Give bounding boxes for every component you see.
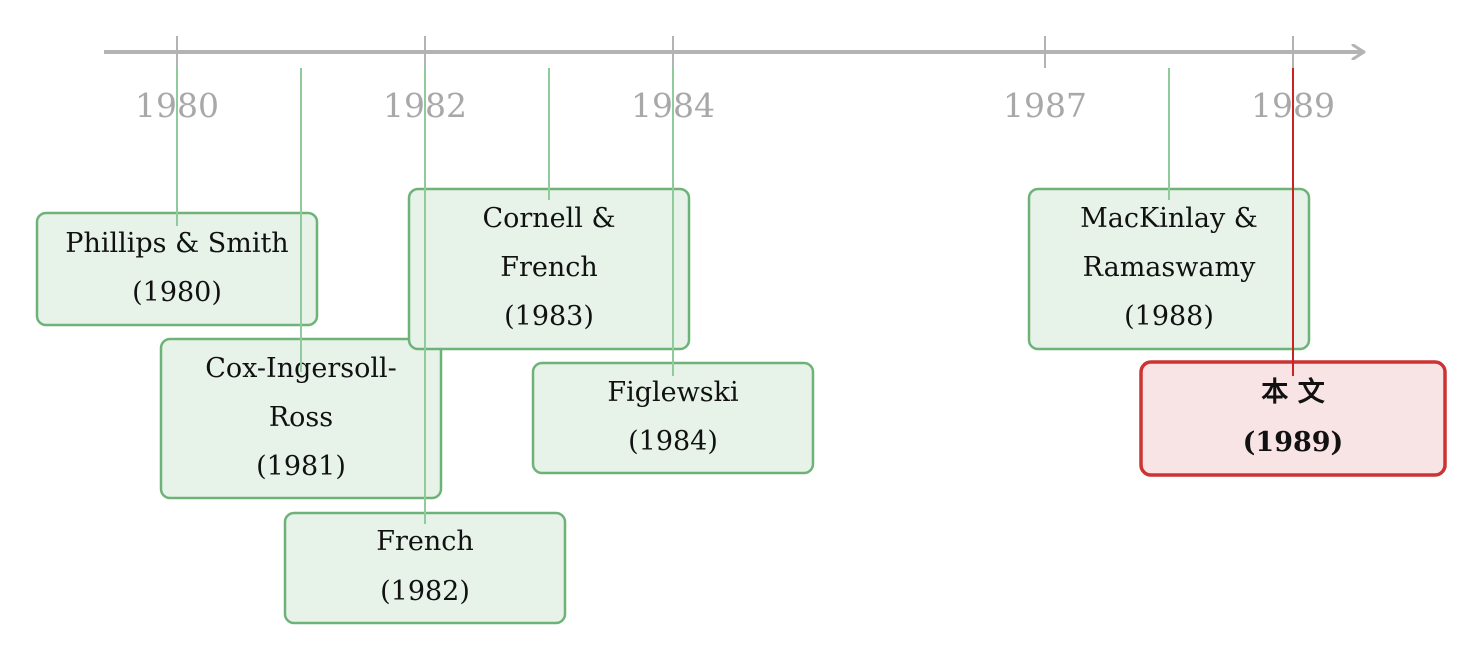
node-title: Figlewski [607, 377, 739, 408]
node-cornell-french: Cornell & French (1983) [407, 187, 691, 351]
node-year: (1982) [380, 576, 470, 607]
axis-ticks [176, 36, 1294, 68]
node-title: 本 文 [1261, 376, 1325, 408]
node-title: Ross [269, 402, 333, 433]
node-cox-ingersoll-ross: Cox-Ingersoll- Ross (1981) [159, 337, 443, 500]
node-title: French [376, 526, 474, 557]
node-title: French [500, 252, 598, 283]
node-year: (1988) [1124, 301, 1214, 332]
node-figlewski: Figlewski (1984) [531, 361, 815, 475]
node-phillips-smith: Phillips & Smith (1980) [35, 211, 319, 327]
node-year: (1981) [256, 451, 346, 482]
node-french: French (1982) [283, 511, 567, 625]
axis-tick-labels: 1980 1982 1984 1987 1989 [135, 86, 1335, 125]
tick-label-1987: 1987 [1003, 86, 1087, 125]
node-year: (1984) [628, 426, 718, 457]
node-year: (1989) [1243, 427, 1344, 458]
connectors [176, 68, 1170, 524]
node-this-paper: 本 文 (1989) [1139, 360, 1447, 477]
node-title: MacKinlay & [1080, 203, 1258, 234]
node-title: Phillips & Smith [65, 228, 288, 259]
node-year: (1983) [504, 301, 594, 332]
node-title: Cornell & [482, 203, 615, 234]
node-title: Ramaswamy [1083, 252, 1256, 283]
node-year: (1980) [132, 277, 222, 308]
node-mackinlay-ramaswamy: MacKinlay & Ramaswamy (1988) [1027, 187, 1311, 351]
